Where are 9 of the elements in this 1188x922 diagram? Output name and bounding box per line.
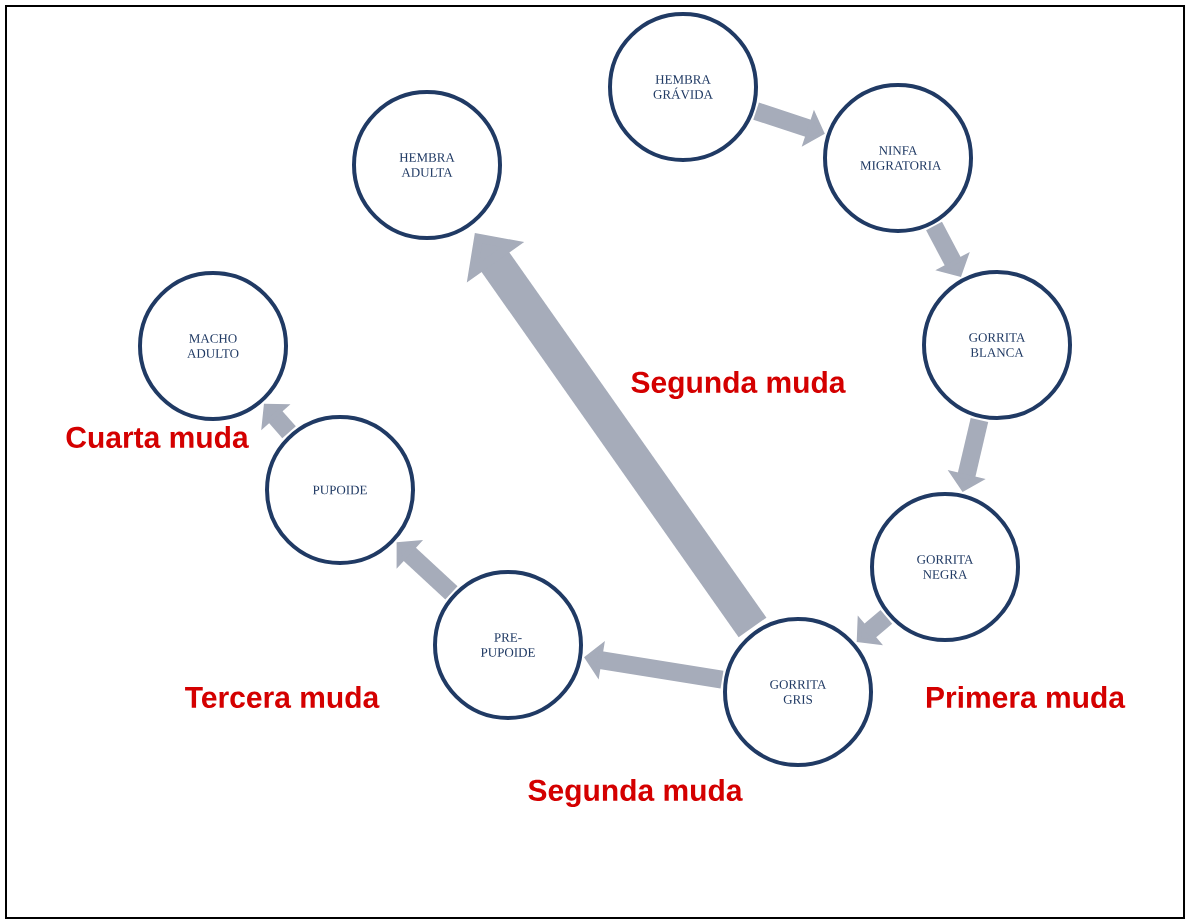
- stage-label: Segunda muda: [631, 370, 846, 400]
- stage-label: Segunda muda: [528, 778, 743, 808]
- stage-label: Primera muda: [927, 686, 1126, 708]
- block-arrow: [856, 610, 893, 646]
- stage-label: Tercera muda: [185, 686, 380, 708]
- block-arrow: [261, 403, 296, 439]
- block-arrow: [926, 221, 970, 277]
- block-arrow: [396, 540, 458, 600]
- stage-label: Cuarta muda: [66, 426, 249, 448]
